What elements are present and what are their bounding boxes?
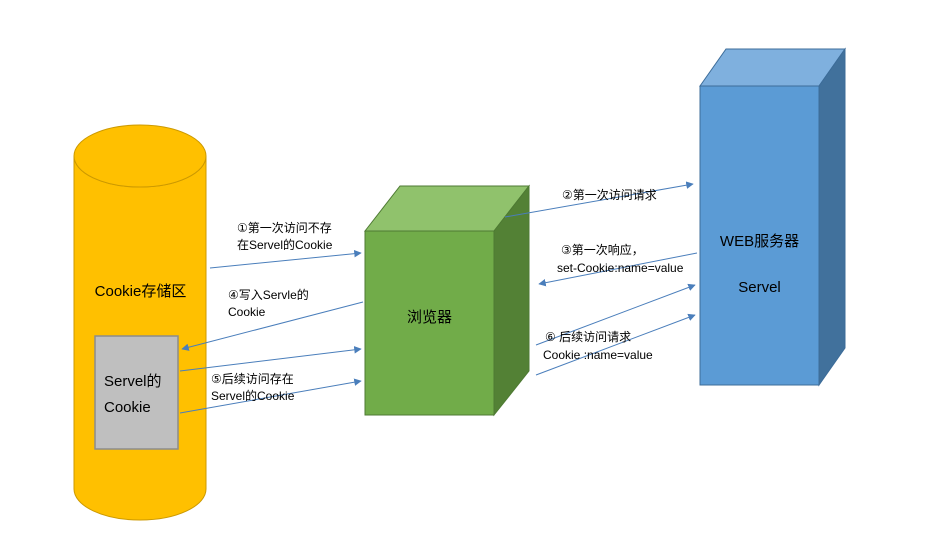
browser-box-front xyxy=(364,230,495,416)
cookie-storage-label: Cookie存储区 xyxy=(94,283,187,300)
step3-label-line1: ③第一次响应， xyxy=(561,243,644,257)
arrow-step5-line-a xyxy=(179,346,362,372)
step5-label-line1: ⑤后续访问存在 xyxy=(211,372,294,386)
step2-label: ②第一次访问请求 xyxy=(562,188,657,202)
server-box-side xyxy=(818,47,846,387)
step4-label-line1: ④写入Servle的 xyxy=(228,288,309,302)
servlet-cookie-label-line1: Servel的 xyxy=(104,373,162,390)
arrow-step4-line xyxy=(181,301,364,351)
arrow-step3-line xyxy=(538,252,698,287)
step1-label-line1: ①第一次访问不存 xyxy=(237,221,332,235)
servlet-cookie-box xyxy=(94,335,179,450)
step4-label-line2: Cookie xyxy=(228,305,266,319)
step3-label-line2: set-Cookie:name=value xyxy=(557,261,684,275)
web-server-label-line1: WEB服务器 xyxy=(719,233,800,250)
step6-label-line2: Cookie :name=value xyxy=(543,348,653,362)
server-box-front xyxy=(699,85,820,386)
arrow-step2-line xyxy=(504,181,694,218)
step5-label-line2: Servel的Cookie xyxy=(211,389,295,403)
cookie-storage-cylinder-top xyxy=(73,124,207,188)
web-server-label-line2: Servel xyxy=(738,279,781,296)
step6-label-line1: ⑥ 后续访问请求 xyxy=(545,330,632,344)
arrow-step5-line-b xyxy=(179,378,362,414)
browser-label: 浏览器 xyxy=(406,309,452,326)
step1-label-line2: 在Servel的Cookie xyxy=(237,238,333,252)
arrow-step6-line-b xyxy=(535,313,696,376)
servlet-cookie-label-line2: Cookie xyxy=(104,399,151,416)
arrow-step6-line-a xyxy=(535,283,696,346)
arrow-step1-line xyxy=(209,249,362,269)
